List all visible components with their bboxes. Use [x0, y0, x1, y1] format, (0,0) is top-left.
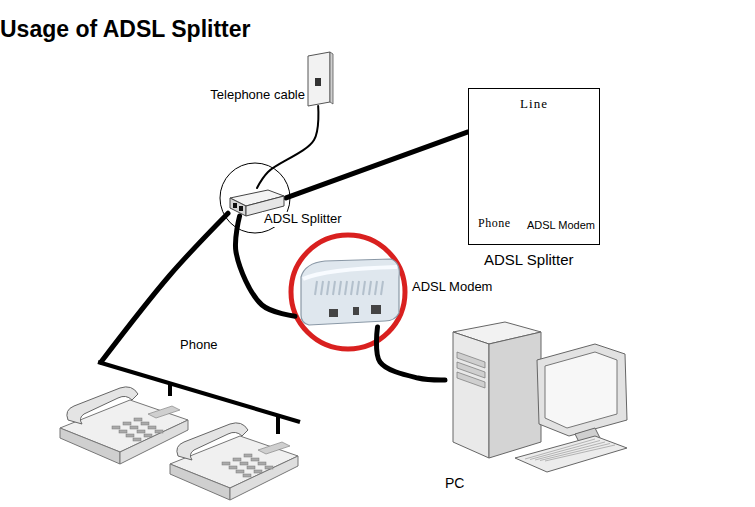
device-label: PC	[445, 475, 464, 491]
cable-connector	[286, 132, 468, 198]
modem-device-illustration	[295, 255, 405, 327]
port-label: ADSL Modem	[527, 219, 595, 232]
splitter-inset-box: LinePhoneADSL ModemADSL Splitter	[468, 88, 600, 245]
inset-caption: ADSL Splitter	[484, 251, 573, 268]
modem-device: ADSL Modem	[295, 255, 405, 327]
highlight-circle	[291, 235, 405, 349]
cable-connector	[257, 106, 318, 188]
telephone-set-illustration	[50, 362, 305, 502]
wall-socket: Telephone cable	[306, 52, 333, 106]
device-label: ADSL Splitter	[262, 212, 344, 227]
cable-connector	[235, 216, 295, 316]
splitter-device: ADSL Splitter	[228, 188, 286, 216]
computer-illustration	[445, 318, 630, 473]
cable-connector	[376, 327, 445, 380]
device-label: ADSL Modem	[412, 280, 492, 295]
cable-label: Telephone cable	[210, 88, 305, 103]
port-label: Line	[520, 97, 548, 112]
port-label: Phone	[478, 217, 511, 231]
device-label: Phone	[180, 338, 218, 353]
diagram-title: Usage of ADSL Splitter	[0, 16, 755, 43]
telephone-set: Phone	[50, 362, 305, 502]
wall-socket-illustration	[306, 52, 333, 106]
cable-connector	[101, 213, 228, 362]
computer: PC	[445, 318, 630, 473]
